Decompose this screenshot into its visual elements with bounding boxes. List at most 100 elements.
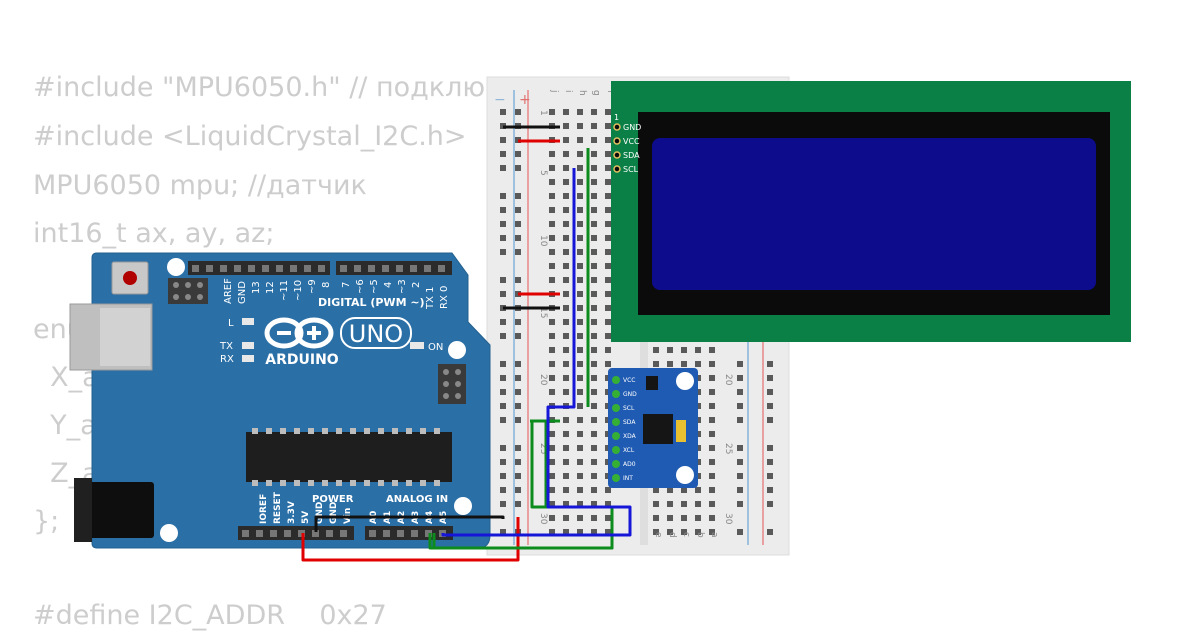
hole	[368, 265, 375, 272]
hole	[605, 291, 611, 297]
hole	[591, 235, 597, 241]
hole	[653, 487, 659, 493]
pin-label: SCL	[623, 165, 639, 174]
pin-label: ~11	[279, 280, 290, 301]
hole	[410, 265, 417, 272]
column-letter: b	[695, 532, 705, 538]
row-number-label: 25	[538, 443, 548, 454]
lcd-pin-vcc	[613, 137, 621, 145]
lcd-pin-gnd	[613, 123, 621, 131]
hole	[396, 265, 403, 272]
mpu6050-module[interactable]: VCC GND SCL SDA XDA XCL AD0 INT	[608, 368, 698, 488]
hole	[284, 530, 291, 537]
model-label: UNO	[349, 320, 403, 348]
mpu-pin-labels: VCC GND SCL SDA XDA XCL AD0 INT	[623, 377, 637, 482]
hole	[248, 265, 255, 272]
column-letter: a	[709, 532, 719, 538]
hole	[364, 480, 370, 486]
pin-label: ~9	[307, 279, 318, 294]
hole	[563, 179, 569, 185]
chip-pins	[252, 428, 440, 486]
hole	[549, 263, 555, 269]
rail-line-blue-left	[513, 90, 515, 545]
hole	[605, 305, 611, 311]
pin-label: 5V	[301, 511, 311, 524]
mpu-regulator	[646, 376, 658, 390]
wire-scl-blue[interactable]	[441, 168, 632, 537]
hole	[577, 389, 583, 395]
led-on-label: ON	[428, 342, 443, 353]
hole	[369, 530, 376, 537]
hole	[653, 529, 659, 535]
hole	[280, 480, 286, 486]
hole	[563, 473, 569, 479]
hole	[515, 389, 521, 395]
hole	[252, 428, 258, 434]
led-tx-label: TX	[219, 341, 233, 352]
hole	[397, 530, 404, 537]
hole	[591, 221, 597, 227]
hole	[563, 109, 569, 115]
hole	[591, 249, 597, 255]
digital-pin-labels: AREF GND 13 12 ~11 ~10 ~9 8 7 ~6 ~5 4 ~3…	[223, 278, 450, 310]
hole	[563, 417, 569, 423]
hole	[192, 265, 199, 272]
hole	[549, 347, 555, 353]
hole	[591, 417, 597, 423]
power-jack-rim	[74, 478, 92, 542]
hole	[767, 375, 773, 381]
hole	[549, 431, 555, 437]
hole	[500, 473, 506, 479]
hole	[767, 501, 773, 507]
hole	[515, 151, 521, 157]
wire-5v-red[interactable]	[301, 517, 520, 562]
pin-label: GND	[623, 123, 641, 132]
hole	[411, 530, 418, 537]
brand-label: ARDUINO	[265, 352, 339, 368]
pin-label: IOREF	[259, 494, 269, 524]
hole	[605, 123, 611, 129]
lcd-display-module[interactable]: 1 GND VCC SDA SCL	[611, 81, 1131, 342]
hole	[767, 417, 773, 423]
hole	[605, 193, 611, 199]
hole	[605, 165, 611, 171]
hole	[515, 277, 521, 283]
rail-line-red-left	[527, 90, 529, 545]
digital-pwm-label: DIGITAL (PWM ~)	[318, 296, 425, 309]
hole	[591, 123, 597, 129]
pin-label: AREF	[223, 278, 234, 304]
hole	[605, 333, 611, 339]
hole	[563, 515, 569, 521]
hole	[563, 347, 569, 353]
hole	[563, 137, 569, 143]
hole	[549, 389, 555, 395]
hole	[336, 480, 342, 486]
pin-label: ~5	[369, 279, 380, 294]
arduino-uno-board[interactable]: AREF GND 13 12 ~11 ~10 ~9 8 7 ~6 ~5 4 ~3…	[69, 252, 491, 549]
hole	[434, 480, 440, 486]
row-number-label: 20	[723, 374, 733, 386]
hole	[577, 347, 583, 353]
hole	[549, 109, 555, 115]
hole	[549, 361, 555, 367]
hole	[326, 530, 333, 537]
hole	[500, 249, 506, 255]
hole	[605, 277, 611, 283]
code-line: int16_t ax, ay, az;	[33, 218, 275, 249]
hole	[605, 207, 611, 213]
hole	[308, 480, 314, 486]
hole	[577, 109, 583, 115]
hole	[563, 445, 569, 451]
mpu-pins	[612, 376, 620, 482]
led-l-icon	[242, 318, 254, 325]
hole	[563, 221, 569, 227]
hole	[605, 263, 611, 269]
hole	[563, 361, 569, 367]
hole	[577, 263, 583, 269]
hole	[563, 263, 569, 269]
hole	[563, 305, 569, 311]
wire-gnd-black[interactable]	[314, 515, 505, 532]
hole	[591, 361, 597, 367]
pin-label: GND	[237, 281, 248, 304]
pin-label: VCC	[623, 377, 635, 384]
